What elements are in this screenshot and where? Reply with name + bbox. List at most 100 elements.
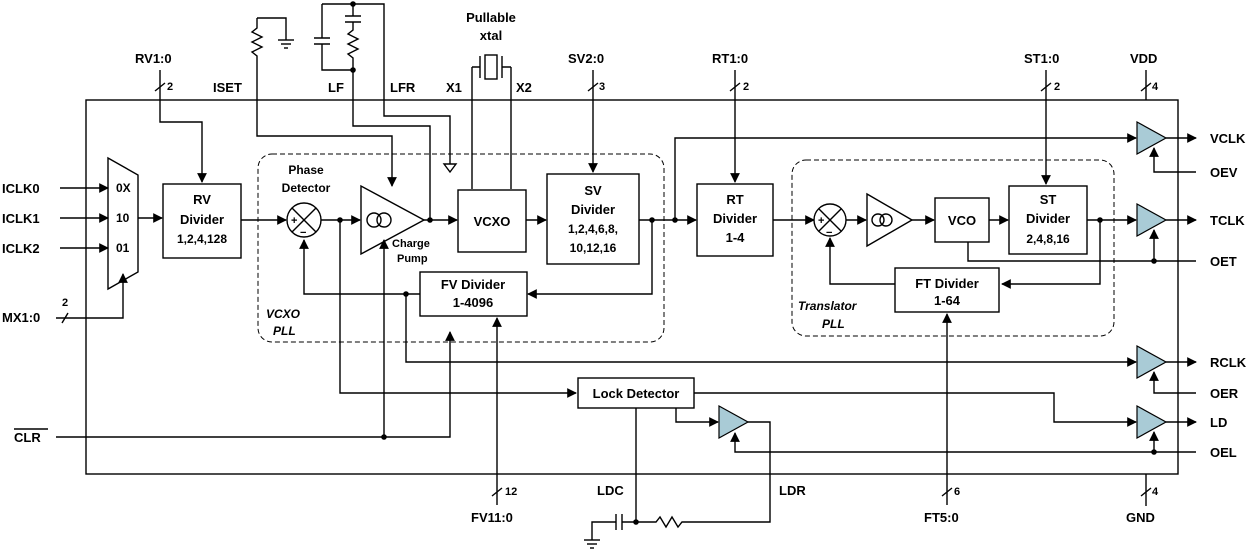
st-bus-tick [1040,82,1052,92]
rclk-buffer [1136,344,1168,380]
junction-dot [381,434,387,440]
pin-iclk1: ICLK1 [2,211,40,226]
chip-outline [85,99,1179,475]
pin-oet: OET [1210,254,1237,269]
sv-bus-width: 3 [599,81,605,93]
st-ratios: 2,4,8,16 [1026,232,1070,246]
input-mux: 0X 10 01 [107,156,139,291]
oet-to-vco-line [967,242,1154,262]
vco-block: VCO [934,197,990,243]
svg-text:−: − [826,227,832,239]
rv-bus-width: 2 [167,81,173,93]
rv-bus-tick [154,82,166,92]
ft-divider-block: FT Divider 1-64 [894,267,1000,313]
oer-line [1149,371,1196,394]
oel-to-ldr-buffer-line [730,432,1154,453]
xtal-label-2: xtal [480,28,502,43]
sv-divider-block: SV Divider 1,2,4,6,8, 10,12,16 [546,173,640,265]
clr-line [56,331,455,438]
pin-iset: ISET [213,80,242,95]
lockdet-to-ld-line [694,392,1137,427]
translator-charge-pump [866,192,914,248]
sv-to-vclk-line [674,133,1137,220]
pd-to-lockdet-line [339,220,577,398]
ld-buffer [1136,404,1168,440]
pin-iclk0: ICLK0 [2,181,40,196]
st-to-ft-feedback [1001,220,1101,289]
rt-title: RT [726,192,743,207]
pin-sv: SV2:0 [568,51,604,66]
st-title: ST [1040,192,1057,207]
iset-resistor [250,17,294,72]
vdd-bus-width: 4 [1152,81,1159,93]
fv-bus-tick [491,487,503,497]
vco-label: VCO [948,213,976,228]
st-line2: Divider [1026,211,1070,226]
pin-st: ST1:0 [1024,51,1059,66]
lfr-arrow [442,163,458,174]
sv-ratios-1: 1,2,4,6,8, [568,222,618,236]
pin-ldc: LDC [597,483,624,498]
mux-input-0x: 0X [116,181,131,195]
iset-line [256,72,397,187]
pin-iclk2: ICLK2 [2,241,40,256]
sv-ratios-2: 10,12,16 [570,241,617,255]
pin-oer: OER [1210,386,1239,401]
pin-ld: LD [1210,415,1227,430]
xtal-label-1: Pullable [466,10,516,25]
charge-pump-symbol [360,184,426,256]
pd-label-1: Phase [288,163,324,177]
ldc-rc-network [584,514,686,549]
pin-lf: LF [328,80,344,95]
ldr-line [686,421,771,523]
oet-line [1149,229,1196,262]
tclk-buffer [1136,202,1168,238]
vcxo-pll-label-2: PLL [273,324,296,338]
fv-divider-block: FV Divider 1-4096 [419,271,528,317]
rv-divider-block: RV Divider 1,2,4,128 [162,183,242,259]
translator-pll-region [791,159,1115,337]
svg-text:+: + [818,215,824,227]
pin-ft: FT5:0 [924,510,959,525]
junction-dot [1151,258,1157,264]
lockdet-to-buffer-line [675,408,719,427]
mux-input-01: 01 [116,241,130,255]
gnd-bus-width: 4 [1152,486,1159,498]
st-bus-width: 2 [1054,81,1060,93]
mx-line [56,273,128,319]
ft-bus-tick [941,487,953,497]
lfr-line [383,30,451,164]
loop-filter-network [314,1,385,73]
gnd-bus-tick [1140,487,1152,497]
cp-label-2: Pump [397,253,428,265]
rt-range: 1-4 [726,230,746,245]
pin-x1: X1 [446,80,462,95]
pin-oel: OEL [1210,445,1237,460]
ft-to-pd2-line [825,237,895,285]
vcxo-label: VCXO [474,214,511,229]
rclk-path [405,294,1137,367]
pin-x2: X2 [516,80,532,95]
svg-text:+: + [291,215,297,227]
vcxo-pll-region [257,153,665,343]
fv-bus-width: 12 [505,486,517,498]
pin-rv: RV1:0 [135,51,172,66]
rt-bus-width: 2 [743,81,749,93]
pin-oev: OEV [1210,165,1238,180]
fv-title: FV Divider [441,277,505,292]
mx-bus-tick [61,312,69,324]
translator-pll-label-2: PLL [822,317,845,331]
rv-title: RV [193,192,211,207]
pin-fv: FV11:0 [471,510,513,525]
fv-range: 1-4096 [453,295,493,310]
vcxo-pll-label-1: VCXO [266,307,301,321]
pin-vclk: VCLK [1210,131,1246,146]
pd-label-2: Detector [282,181,331,195]
mux-input-10: 10 [116,211,130,225]
pin-lfr: LFR [390,80,416,95]
ft-range: 1-64 [934,293,961,308]
vcxo-block: VCXO [457,189,527,253]
lock-detector-block: Lock Detector [577,377,695,409]
rt-line2: Divider [713,211,757,226]
rt-bus-tick [729,82,741,92]
